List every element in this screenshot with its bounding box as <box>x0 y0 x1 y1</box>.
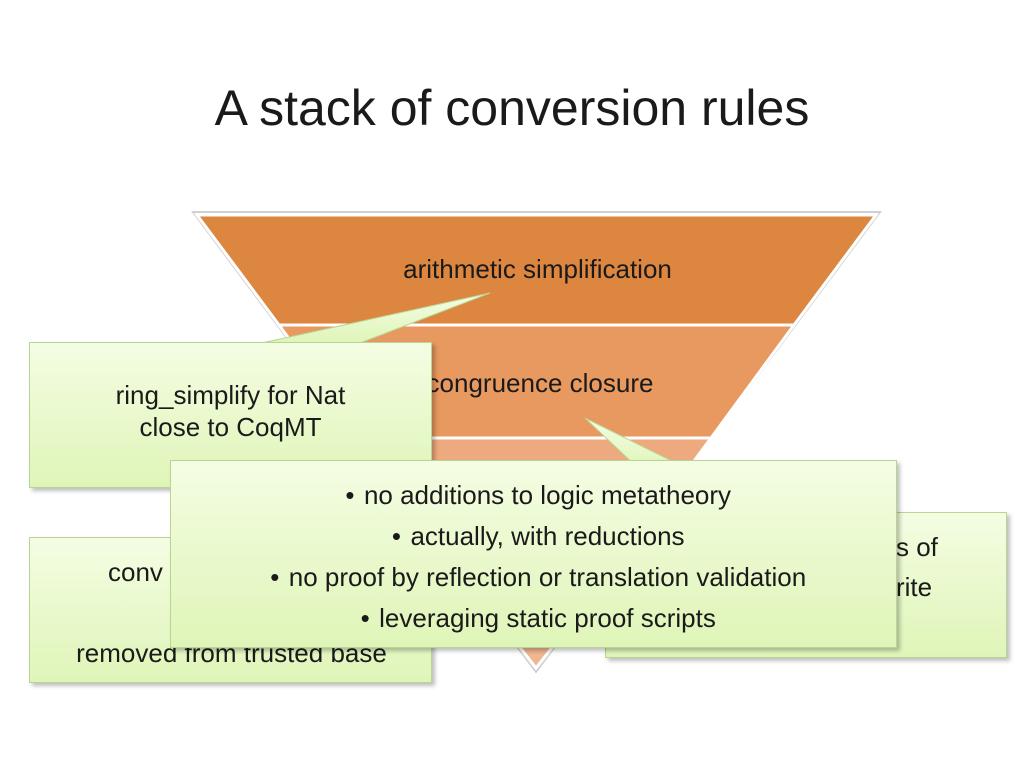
slide-title: A stack of conversion rules <box>214 80 810 136</box>
callout-ring: ring_simplify for Nat close to CoqMT <box>29 342 432 488</box>
bullet-list: • no additions to logic metatheory • actua… <box>171 475 896 639</box>
callout-ring-line-1: ring_simplify for Nat <box>115 380 346 410</box>
bullet-item: • no proof by reflection or translation v… <box>171 557 896 598</box>
bullet-item: • leveraging static proof scripts <box>171 598 896 639</box>
bullet-item: • actually, with reductions <box>171 516 896 557</box>
callout-bottom-left-line-1: conv <box>108 557 163 587</box>
bullet-text: no additions to logic metatheory <box>363 480 732 510</box>
bullet-text: actually, with reductions <box>410 521 685 551</box>
callout-ring-line-2: close to CoqMT <box>139 412 322 442</box>
callout-right-line-2: rite <box>896 572 933 602</box>
funnel-label-congruence: congruence closure <box>426 368 654 398</box>
bullet-dot-icon: • <box>270 562 280 592</box>
bullet-text: leveraging static proof scripts <box>379 603 716 633</box>
bullet-dot-icon: • <box>360 603 370 633</box>
bullet-item: • no additions to logic metatheory <box>171 475 896 516</box>
funnel-label-arithmetic: arithmetic simplification <box>403 254 672 284</box>
bullet-dot-icon: • <box>391 521 401 551</box>
bullet-text: no proof by reflection or translation va… <box>288 562 807 592</box>
bullet-dot-icon: • <box>345 480 355 510</box>
callout-center: • no additions to logic metatheory • actua… <box>170 460 897 648</box>
callout-right-line-1: s of <box>896 532 938 562</box>
